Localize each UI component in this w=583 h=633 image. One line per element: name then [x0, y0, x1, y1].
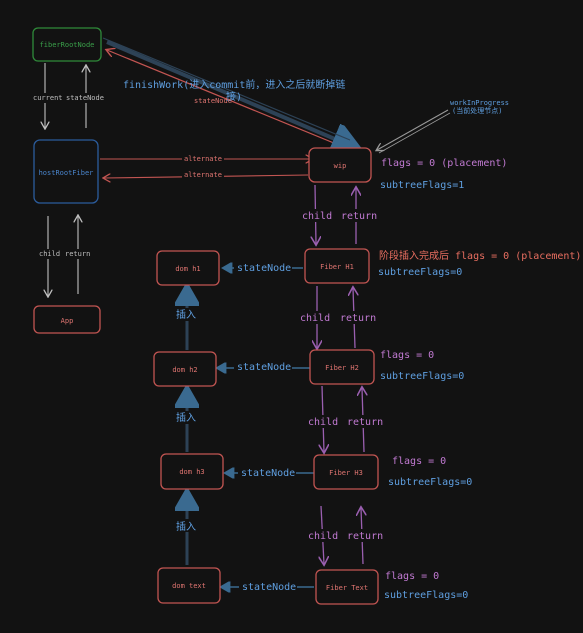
h1-flags: 阶段插入完成后 flags = 0 (placement) — [379, 249, 581, 262]
wip-statenode-label: stateNode — [194, 97, 232, 105]
svg-text:dom h2: dom h2 — [172, 366, 197, 374]
fiber-h2-node: Fiber H2 — [309, 349, 375, 385]
insert-label-1: 插入 — [176, 308, 196, 321]
svg-text:dom h1: dom h1 — [175, 265, 200, 273]
h2-subtree-flags: subtreeFlags=0 — [380, 371, 464, 382]
insert-label-3: 插入 — [176, 520, 196, 533]
svg-text:hostRootFiber: hostRootFiber — [39, 169, 94, 177]
svg-text:Fiber H2: Fiber H2 — [325, 364, 359, 372]
h3-flags: flags = 0 — [392, 456, 446, 467]
insert-label-2: 插入 — [176, 411, 196, 424]
h3-subtree-flags: subtreeFlags=0 — [388, 477, 472, 488]
fiber-root-node: fiberRootNode — [32, 27, 102, 62]
svg-text:Fiber H1: Fiber H1 — [320, 263, 354, 271]
finish-work-label: finishWork(进入commit前，进入之后就断掉链 — [123, 78, 345, 91]
svg-text:Fiber Text: Fiber Text — [326, 584, 368, 592]
child-label-2: child — [300, 313, 330, 324]
return-label-1: return — [341, 211, 377, 222]
dom-h1-node: dom h1 — [156, 250, 220, 286]
work-in-progress-arrow — [377, 109, 449, 150]
return-label-3: return — [347, 417, 383, 428]
child-label-3: child — [308, 417, 338, 428]
app-node: App — [33, 305, 101, 334]
wip-statenode-arrow — [107, 50, 347, 149]
alternate-label-2: alternate — [184, 171, 222, 179]
finish-work-label-2: 接) — [226, 90, 242, 103]
wip-flags: flags = 0 (placement) — [381, 158, 507, 169]
child-label-4: child — [308, 531, 338, 542]
dom-h3-node: dom h3 — [160, 453, 224, 490]
wip-node: wip — [308, 147, 372, 183]
work-in-progress-label: workInProgress — [450, 99, 509, 107]
return-app-label: return — [65, 250, 90, 258]
fiber-text-node: Fiber Text — [315, 569, 379, 605]
return-label-4: return — [347, 531, 383, 542]
child-label-1: child — [302, 211, 332, 222]
svg-text:wip: wip — [334, 162, 347, 170]
wip-subtree-flags: subtreeFlags=1 — [380, 180, 464, 191]
statenode-label-h3: stateNode — [241, 468, 295, 479]
svg-text:dom h3: dom h3 — [179, 468, 204, 476]
text-flags: flags = 0 — [385, 571, 439, 582]
statenode-label-h2: stateNode — [237, 362, 291, 373]
work-in-progress-note: (当前处理节点) — [452, 106, 502, 115]
h1-subtree-flags: subtreeFlags=0 — [378, 267, 462, 278]
fiber-h3-node: Fiber H3 — [313, 454, 379, 490]
dom-text-node: dom text — [157, 567, 221, 604]
finish-work-arrow — [106, 40, 356, 148]
text-subtree-flags: subtreeFlags=0 — [384, 590, 468, 601]
svg-text:App: App — [61, 317, 74, 325]
host-root-fiber: hostRootFiber — [33, 139, 99, 204]
statenode-root-label: stateNode — [66, 94, 104, 102]
return-label-2: return — [340, 313, 376, 324]
svg-text:dom text: dom text — [172, 582, 206, 590]
dom-h2-node: dom h2 — [153, 351, 217, 387]
fiber-h1-node: Fiber H1 — [304, 248, 370, 284]
current-label: current — [33, 94, 63, 102]
statenode-label-h1: stateNode — [237, 263, 291, 274]
statenode-label-text: stateNode — [242, 582, 296, 593]
h2-flags: flags = 0 — [380, 350, 434, 361]
alternate-label-1: alternate — [184, 155, 222, 163]
child-app-label: child — [39, 250, 60, 258]
svg-text:fiberRootNode: fiberRootNode — [40, 41, 95, 49]
svg-text:Fiber H3: Fiber H3 — [329, 469, 363, 477]
